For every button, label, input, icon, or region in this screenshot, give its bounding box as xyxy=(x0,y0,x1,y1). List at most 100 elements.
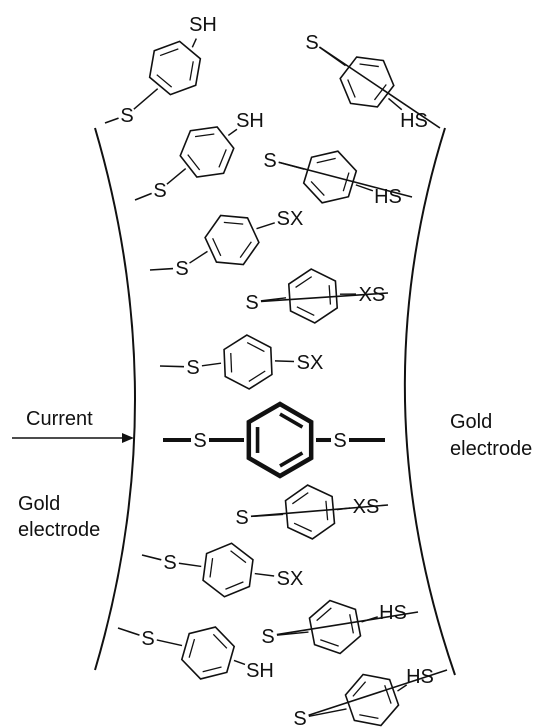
benzene-ring xyxy=(302,150,358,204)
left-gold-electrode-surface xyxy=(94,127,136,671)
benzene-double-bond xyxy=(342,172,350,192)
benzene-ring xyxy=(284,484,336,540)
molecule: SSX xyxy=(141,542,303,598)
benzene-ring xyxy=(180,626,236,680)
benzene-double-bond xyxy=(293,522,312,532)
bond-line xyxy=(319,46,441,129)
benzene-ring xyxy=(202,542,254,598)
left-group-label: S xyxy=(163,552,176,574)
bond-line xyxy=(149,267,174,271)
right-group-label: S xyxy=(245,292,258,314)
bond-line xyxy=(156,639,183,647)
benzene-ring xyxy=(308,599,362,655)
left-group-label: S xyxy=(141,628,154,650)
molecule: S SH xyxy=(134,110,264,202)
benzene-double-bond xyxy=(212,237,222,257)
benzene-double-bond xyxy=(296,306,315,316)
benzene-ring xyxy=(148,40,202,96)
benzene-double-bond xyxy=(209,558,214,578)
bond-line xyxy=(256,222,275,230)
right-group-label: S xyxy=(263,150,276,172)
benzene-double-bond xyxy=(359,714,379,719)
bond-line xyxy=(159,365,185,368)
benzene-double-bond xyxy=(384,685,392,704)
benzene-double-bond xyxy=(194,133,215,138)
bond-line xyxy=(178,562,202,568)
left-group-label: XS xyxy=(359,284,386,306)
benzene-double-bond xyxy=(295,276,313,288)
bond-line xyxy=(141,554,162,561)
molecule: HS S xyxy=(305,32,441,132)
benzene-double-bond xyxy=(328,285,332,305)
bond-line xyxy=(276,611,419,636)
benzene-double-bond xyxy=(246,342,265,353)
bond-line xyxy=(278,161,413,198)
benzene-double-bond xyxy=(248,370,266,382)
bond-line xyxy=(308,669,448,716)
right-group-label: S xyxy=(293,708,306,728)
bond-line xyxy=(260,292,389,303)
benzene-double-bond xyxy=(310,180,325,197)
benzene-double-bond xyxy=(316,607,332,622)
right-group-label: S xyxy=(305,32,318,54)
right-group-label: SH xyxy=(189,14,217,36)
benzene-double-bond xyxy=(349,614,354,634)
left-electrode-label-line1: Gold xyxy=(18,493,60,515)
molecule: SSX xyxy=(149,208,303,280)
right-group-label: S xyxy=(333,430,346,452)
right-group-label: SH xyxy=(246,660,274,682)
benzene-double-bond xyxy=(212,633,228,649)
bond-line xyxy=(387,97,403,111)
benzene-double-bond xyxy=(218,149,227,168)
benzene-double-bond xyxy=(347,79,356,98)
benzene-double-bond xyxy=(230,550,247,564)
left-group-label: S xyxy=(153,180,166,202)
bond-line xyxy=(133,88,159,110)
left-group-label: HS xyxy=(406,666,434,688)
benzene-double-bond xyxy=(159,48,179,57)
benzene-double-bond xyxy=(316,157,336,164)
left-electrode-label-line2: electrode xyxy=(18,519,100,541)
benzene-double-bond xyxy=(230,352,233,373)
current-arrow xyxy=(12,433,134,443)
benzene-double-bond xyxy=(188,638,196,658)
molecule: HS S xyxy=(263,150,413,208)
benzene-double-bond xyxy=(279,451,304,468)
benzene-ring xyxy=(223,334,273,390)
bond-line xyxy=(233,659,246,666)
right-electrode-label-line2: electrode xyxy=(450,438,532,460)
benzene-ring xyxy=(344,673,400,727)
molecule: HS S xyxy=(261,599,419,655)
bond-line xyxy=(166,168,187,185)
left-group-label: HS xyxy=(379,602,407,624)
molecule: SSH xyxy=(104,14,217,127)
bond-line xyxy=(274,360,295,363)
benzene-double-bond xyxy=(320,639,339,647)
left-group-label: HS xyxy=(374,186,402,208)
bridging-benzene-ring xyxy=(246,401,314,479)
benzene-double-bond xyxy=(202,666,222,673)
bond-line xyxy=(308,708,347,717)
right-electrode-label-line1: Gold xyxy=(450,411,492,433)
benzene-double-bond xyxy=(352,681,367,697)
benzene-double-bond xyxy=(189,61,194,81)
bond-line xyxy=(134,192,152,201)
left-group-label: HS xyxy=(400,110,428,132)
bond-line xyxy=(355,184,374,192)
right-group-label: S xyxy=(261,626,274,648)
right-group-label: S xyxy=(235,507,248,529)
bond-line xyxy=(117,627,140,636)
benzene-ring xyxy=(339,56,395,108)
benzene-double-bond xyxy=(187,154,201,171)
right-group-label: SH xyxy=(236,110,264,132)
molecule: HS S xyxy=(293,666,448,728)
bond-line xyxy=(397,684,408,692)
left-group-label: S xyxy=(186,357,199,379)
left-group-label: S xyxy=(175,258,188,280)
bond-line xyxy=(276,631,309,636)
